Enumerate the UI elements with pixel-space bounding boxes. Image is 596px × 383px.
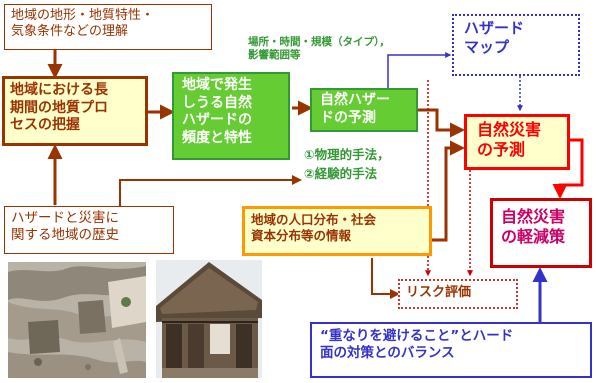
history-box: ハザードと災害に 関する地域の歴史 [4, 206, 174, 254]
population-info-box: 地域の人口分布・社会 資本分布等の情報 [242, 206, 432, 256]
disaster-prediction-box: 自然災害 の予測 [464, 114, 570, 170]
prediction-scope-note: 場所・時間・規模（タイプ）， 影響範囲等 [248, 36, 438, 70]
population-info-text: 地域の人口分布・社会 資本分布等の情報 [251, 212, 377, 243]
hazard-map-box: ハザード マップ [452, 14, 580, 76]
hazard-frequency-text: 地域で発生 しうる自然 ハザードの 頻度と特性 [182, 77, 252, 146]
balance-text: “重なりを避けること”とハード 面の対策とのバランス [320, 328, 514, 361]
balance-box: “重なりを避けること”とハード 面の対策とのバランス [310, 322, 592, 378]
long-term-geology-text: 地域における長 期間の地質プロ セスの把握 [10, 82, 108, 133]
risk-assessment-box: リスク評価 [398, 279, 518, 309]
methods-text: ①物理的手法， ②経験的手法 [304, 147, 390, 181]
hazard-prediction-text: 自然ハザー ドの予測 [320, 92, 390, 126]
terrain-understanding-box: 地域の地形・地質特性・ 気象条件などの理解 [4, 4, 212, 50]
arrow-population-to-risk [371, 258, 400, 299]
disaster-mitigation-box: 自然災害 の軽減策 [490, 198, 592, 268]
disaster-mitigation-text: 自然災害 の軽減策 [501, 207, 566, 246]
arrow-disaster-to-mitigation [552, 138, 584, 199]
arrow-population-to-disaster [432, 140, 465, 242]
arrow-hazard-to-map [387, 52, 452, 88]
arrow-hazard-to-disaster [418, 108, 465, 138]
hazard-map-text: ハザード マップ [464, 19, 525, 56]
arrow-history-to-methods [119, 175, 302, 208]
rock-cliff-photo [8, 262, 146, 378]
disaster-prediction-text: 自然災害 の予測 [477, 120, 542, 159]
hazard-prediction-box: 自然ハザー ドの予測 [310, 88, 418, 132]
hazard-frequency-box: 地域で発生 しうる自然 ハザードの 頻度と特性 [172, 72, 290, 160]
prediction-scope-text: 場所・時間・規模（タイプ）， 影響範囲等 [248, 36, 390, 62]
old-house-photo [156, 260, 262, 378]
methods-note: ①物理的手法， ②経験的手法 [304, 146, 434, 188]
risk-assessment-text: リスク評価 [406, 285, 472, 300]
long-term-geology-box: 地域における長 期間の地質プロ セスの把握 [2, 76, 148, 146]
history-text: ハザードと災害に 関する地域の歴史 [11, 210, 119, 243]
terrain-understanding-text: 地域の地形・地質特性・ 気象条件などの理解 [11, 8, 155, 40]
